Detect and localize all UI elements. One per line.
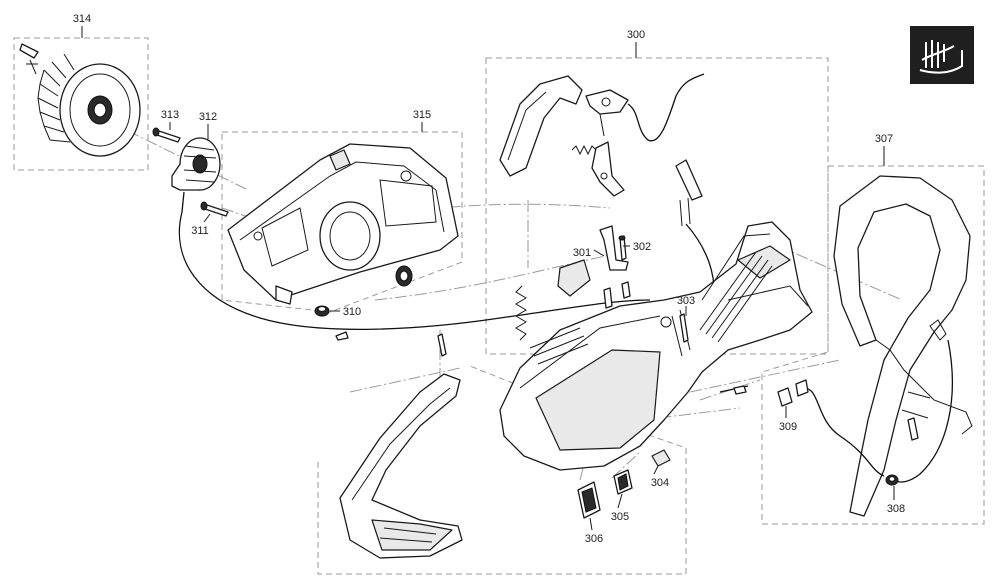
signature-icon [910, 26, 974, 84]
grommet-310 [314, 305, 330, 317]
screw-long [437, 333, 447, 357]
pin-small [621, 281, 631, 299]
brake-cover-small [557, 259, 591, 297]
cable-clip [335, 331, 349, 341]
callout-313: 313 [161, 109, 179, 121]
switch-wire [627, 73, 705, 142]
rear-handle-top [499, 75, 583, 177]
bar-cover [339, 373, 463, 559]
group-box-307 [761, 165, 985, 525]
callout-307: 307 [875, 133, 893, 145]
group-box-314 [13, 37, 149, 171]
main-body-shell [499, 221, 813, 471]
callout-305: 305 [611, 511, 629, 523]
pin-303 [679, 313, 689, 343]
callout-306: 306 [585, 533, 603, 545]
grip-ribs [699, 251, 773, 343]
callout-300: 300 [627, 29, 645, 41]
callout-301: 301 [573, 247, 591, 259]
connector [733, 385, 747, 395]
spring [571, 144, 597, 156]
callout-311: 311 [191, 225, 209, 237]
flywheel [19, 43, 141, 157]
switch-cover-306 [577, 481, 601, 519]
starter-pulley [171, 137, 221, 213]
switch-cover-305 [613, 469, 633, 495]
callout-314: 314 [73, 13, 91, 25]
screw-311 [200, 201, 229, 217]
leader-lines [81, 26, 895, 531]
screw-302 [618, 235, 627, 261]
callout-312: 312 [199, 111, 217, 123]
callout-302: 302 [633, 241, 651, 253]
switch-button-304 [651, 449, 671, 467]
latch-301 [599, 225, 629, 271]
callout-303: 303 [677, 295, 695, 307]
switch-309 [777, 379, 809, 407]
long-spring [515, 285, 527, 341]
front-handle-wire [803, 339, 953, 483]
screw-313 [152, 127, 181, 143]
callout-310: 310 [343, 306, 361, 318]
nut-308 [885, 474, 899, 486]
power-cable [178, 211, 651, 331]
switch-lever [585, 89, 629, 137]
callout-308: 308 [887, 503, 905, 515]
motor-housing [227, 143, 459, 305]
callout-315: 315 [413, 109, 431, 121]
pin-pair [603, 287, 613, 309]
callout-309: 309 [779, 421, 797, 433]
trigger-assembly [591, 141, 625, 197]
callout-304: 304 [651, 477, 669, 489]
front-handle [833, 175, 973, 517]
cable-strain-relief [675, 159, 715, 287]
